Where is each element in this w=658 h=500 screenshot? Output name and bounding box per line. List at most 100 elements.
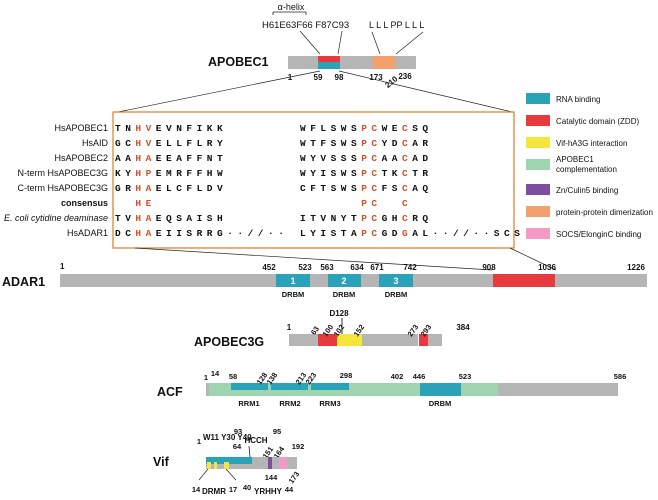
adar1-pos-1226: 1226	[627, 263, 645, 272]
legend-swatch	[526, 137, 550, 148]
adar1-pos-1036: 1036	[538, 263, 556, 272]
apobec1-pos-1: 1	[288, 73, 293, 82]
acf-pos-523: 523	[459, 372, 472, 381]
hcch-pointer	[248, 445, 251, 458]
legend: RNA binding Catalytic domain (ZDD) Vif-h…	[526, 93, 653, 239]
alignment-species-name: consensus	[61, 198, 108, 208]
acf-pos-586: 586	[614, 372, 627, 381]
pointer-line	[299, 30, 321, 55]
drbm-number: 2	[341, 276, 346, 286]
alignment-species-name: HsAID	[82, 138, 109, 148]
vif-title: Vif	[153, 455, 170, 469]
leucine-zipper-residues: L L L PP L L L	[369, 20, 424, 30]
yrhhy-pointer	[225, 468, 237, 481]
legend-label: SOCS/ElonginC binding	[556, 230, 641, 239]
vif-pos-17: 17	[229, 485, 237, 494]
legend-swatch	[526, 93, 550, 104]
apobec1-section: α-helix H61E63F66 F87C93 L L L PP L L L …	[117, 2, 513, 113]
catalytic-domain-c	[419, 334, 428, 346]
rrm3-label: RRM3	[319, 399, 340, 408]
drbm-domain-3	[379, 274, 413, 287]
rrm2-domain	[271, 383, 308, 390]
acf-section: ACF 1 14 58 128 138 213 223 298 402 446 …	[157, 369, 626, 408]
vif-pos-93: 93	[234, 427, 242, 436]
legend-item: Zn/Culin5 binding	[526, 184, 618, 195]
legend-label-line2: complementation	[556, 165, 617, 174]
drbm-label: DRBM	[282, 290, 305, 299]
adar1-pos-671: 671	[370, 263, 384, 272]
adar1-title: ADAR1	[2, 275, 45, 289]
vif-pos-40: 40	[243, 483, 251, 492]
vif-top-motifs: W11 Y30 Y40	[203, 433, 252, 442]
zoom-line-adar-right	[509, 247, 557, 271]
vif-pos-95: 95	[273, 427, 281, 436]
legend-swatch	[526, 115, 550, 126]
legend-swatch	[526, 159, 550, 170]
vif-interaction-motif	[207, 462, 211, 469]
apobec3g-title: APOBEC3G	[194, 335, 264, 349]
alignment-species-name: C-term HsAPOBEC3G	[17, 183, 108, 193]
adar1-pos-523: 523	[298, 263, 312, 272]
legend-label: Catalytic domain (ZDD)	[556, 117, 639, 126]
drbm-label: DRBM	[333, 290, 356, 299]
vif-interaction-domain	[337, 334, 362, 346]
apobec1-pos-236: 236	[398, 72, 412, 81]
alignment-species-name: N-term HsAPOBEC3G	[17, 168, 108, 178]
rna-binding-domain	[318, 62, 340, 69]
vif-section: Vif 1 W11 Y30 Y40 64 93 HCCH 95 151 164 …	[153, 427, 304, 496]
zoom-line-right	[338, 70, 513, 113]
rna-binding-domain	[206, 457, 252, 464]
acf-pos-402: 402	[391, 372, 404, 381]
rrm1-domain	[231, 383, 268, 390]
legend-label-line1: APOBEC1	[556, 155, 594, 164]
dimerization-domain	[373, 56, 395, 69]
acf-pos-58: 58	[229, 372, 237, 381]
vif-pos-64: 64	[233, 442, 242, 451]
adar1-pos-634: 634	[350, 263, 364, 272]
legend-label: RNA binding	[556, 95, 600, 104]
vif-interaction-motif	[224, 462, 229, 469]
pointer-line	[371, 31, 381, 55]
pointer-line	[395, 31, 424, 55]
drmr-label: DRMR	[202, 487, 226, 496]
apobec3g-pos-1: 1	[287, 323, 292, 332]
helix-residues: H61E63F66 F87C93	[262, 20, 349, 31]
rrm3-domain	[311, 383, 349, 390]
zn-culin5-motif	[268, 457, 272, 469]
drbm-label: DRBM	[429, 399, 452, 408]
legend-item: APOBEC1 complementation	[526, 155, 617, 174]
adar1-pos-452: 452	[262, 263, 276, 272]
legend-label: APOBEC1 complementation	[556, 155, 617, 174]
acf-pos-298: 298	[340, 371, 353, 380]
vif-pos-14: 14	[192, 485, 201, 494]
drbm-number: 1	[290, 276, 295, 286]
apobec1-title: APOBEC1	[208, 55, 268, 69]
alignment-species-name: HsAPOBEC2	[54, 153, 108, 163]
rrm1-label: RRM1	[238, 399, 259, 408]
adar1-pos-563: 563	[320, 263, 334, 272]
apobec1-bar	[288, 56, 416, 69]
legend-item: Catalytic domain (ZDD)	[526, 115, 639, 126]
deaminase-domain	[493, 274, 555, 287]
legend-swatch	[526, 228, 550, 239]
drbm-number: 3	[393, 276, 398, 286]
alpha-helix-label: α-helix	[278, 2, 305, 12]
acf-pos-1: 1	[204, 373, 208, 382]
alignment-box	[112, 111, 515, 249]
apobec3g-section: APOBEC3G D128 1 63 100 102 152 273 293 3…	[194, 309, 470, 349]
hcch-label: HCCH	[244, 436, 267, 445]
legend-swatch	[526, 206, 550, 217]
drbm-domain-2	[328, 274, 361, 287]
catalytic-domain	[318, 56, 340, 64]
